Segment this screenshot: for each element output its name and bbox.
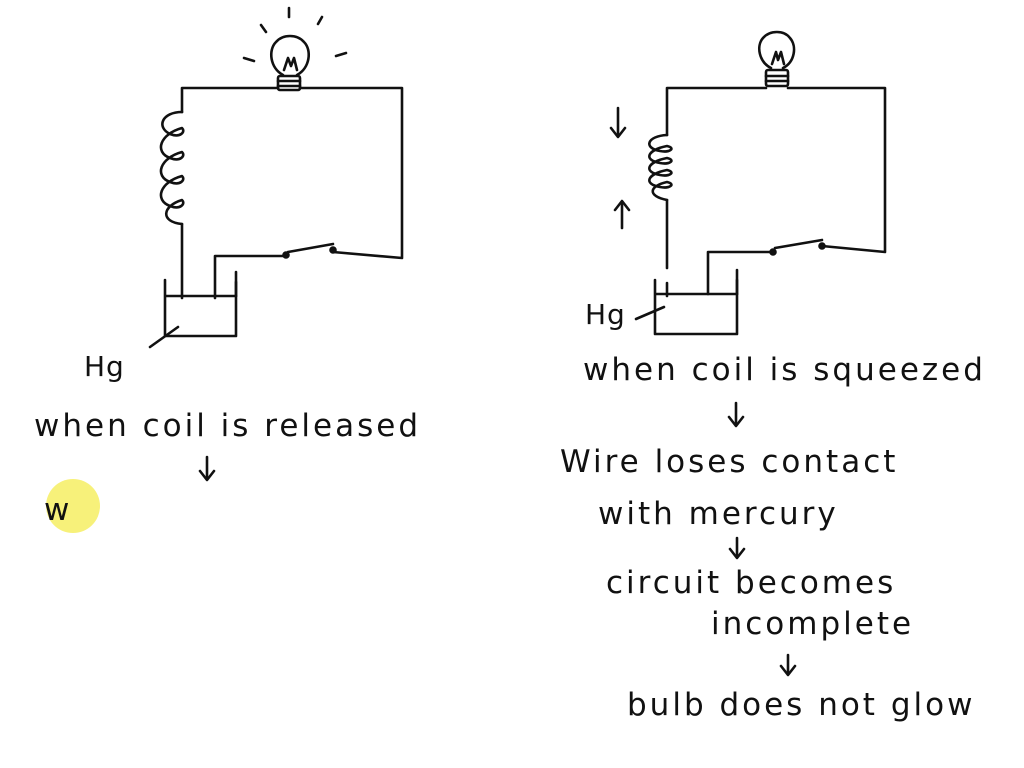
down-arrow-icon <box>198 455 216 482</box>
cursor-highlight <box>46 479 100 533</box>
right-mercury-cup <box>653 268 739 336</box>
left-switch <box>213 242 337 300</box>
down-arrow-icon <box>609 106 627 139</box>
left-hg-label: Hg <box>84 350 125 383</box>
bulb-icon <box>757 30 796 88</box>
right-hg-label: Hg <box>585 298 626 331</box>
down-arrow-icon <box>728 536 746 560</box>
right-step-5: incomplete <box>711 606 915 642</box>
right-step-6: bulb does not glow <box>627 687 976 723</box>
left-hg-pointer <box>148 325 180 349</box>
bulb-icon <box>269 34 311 92</box>
right-switch <box>706 238 826 296</box>
up-arrow-icon <box>613 199 631 230</box>
down-arrow-icon <box>779 653 797 677</box>
left-coil <box>159 110 185 226</box>
right-step-3: with mercury <box>598 496 839 532</box>
left-wire-top <box>180 86 404 260</box>
right-circuit <box>609 30 887 336</box>
right-step-4: circuit becomes <box>606 565 897 601</box>
right-step-1: when coil is squeezed <box>583 352 986 388</box>
left-caption: when coil is released <box>34 408 422 444</box>
right-coil <box>648 133 673 202</box>
left-next-step: w <box>44 492 73 528</box>
right-hg-pointer <box>634 305 666 321</box>
glow-rays <box>242 6 348 63</box>
right-step-2: Wire loses contact <box>560 444 899 480</box>
right-wire-top <box>665 86 887 254</box>
left-circuit <box>148 6 404 349</box>
down-arrow-icon <box>727 401 745 428</box>
left-mercury-cup <box>163 270 238 338</box>
